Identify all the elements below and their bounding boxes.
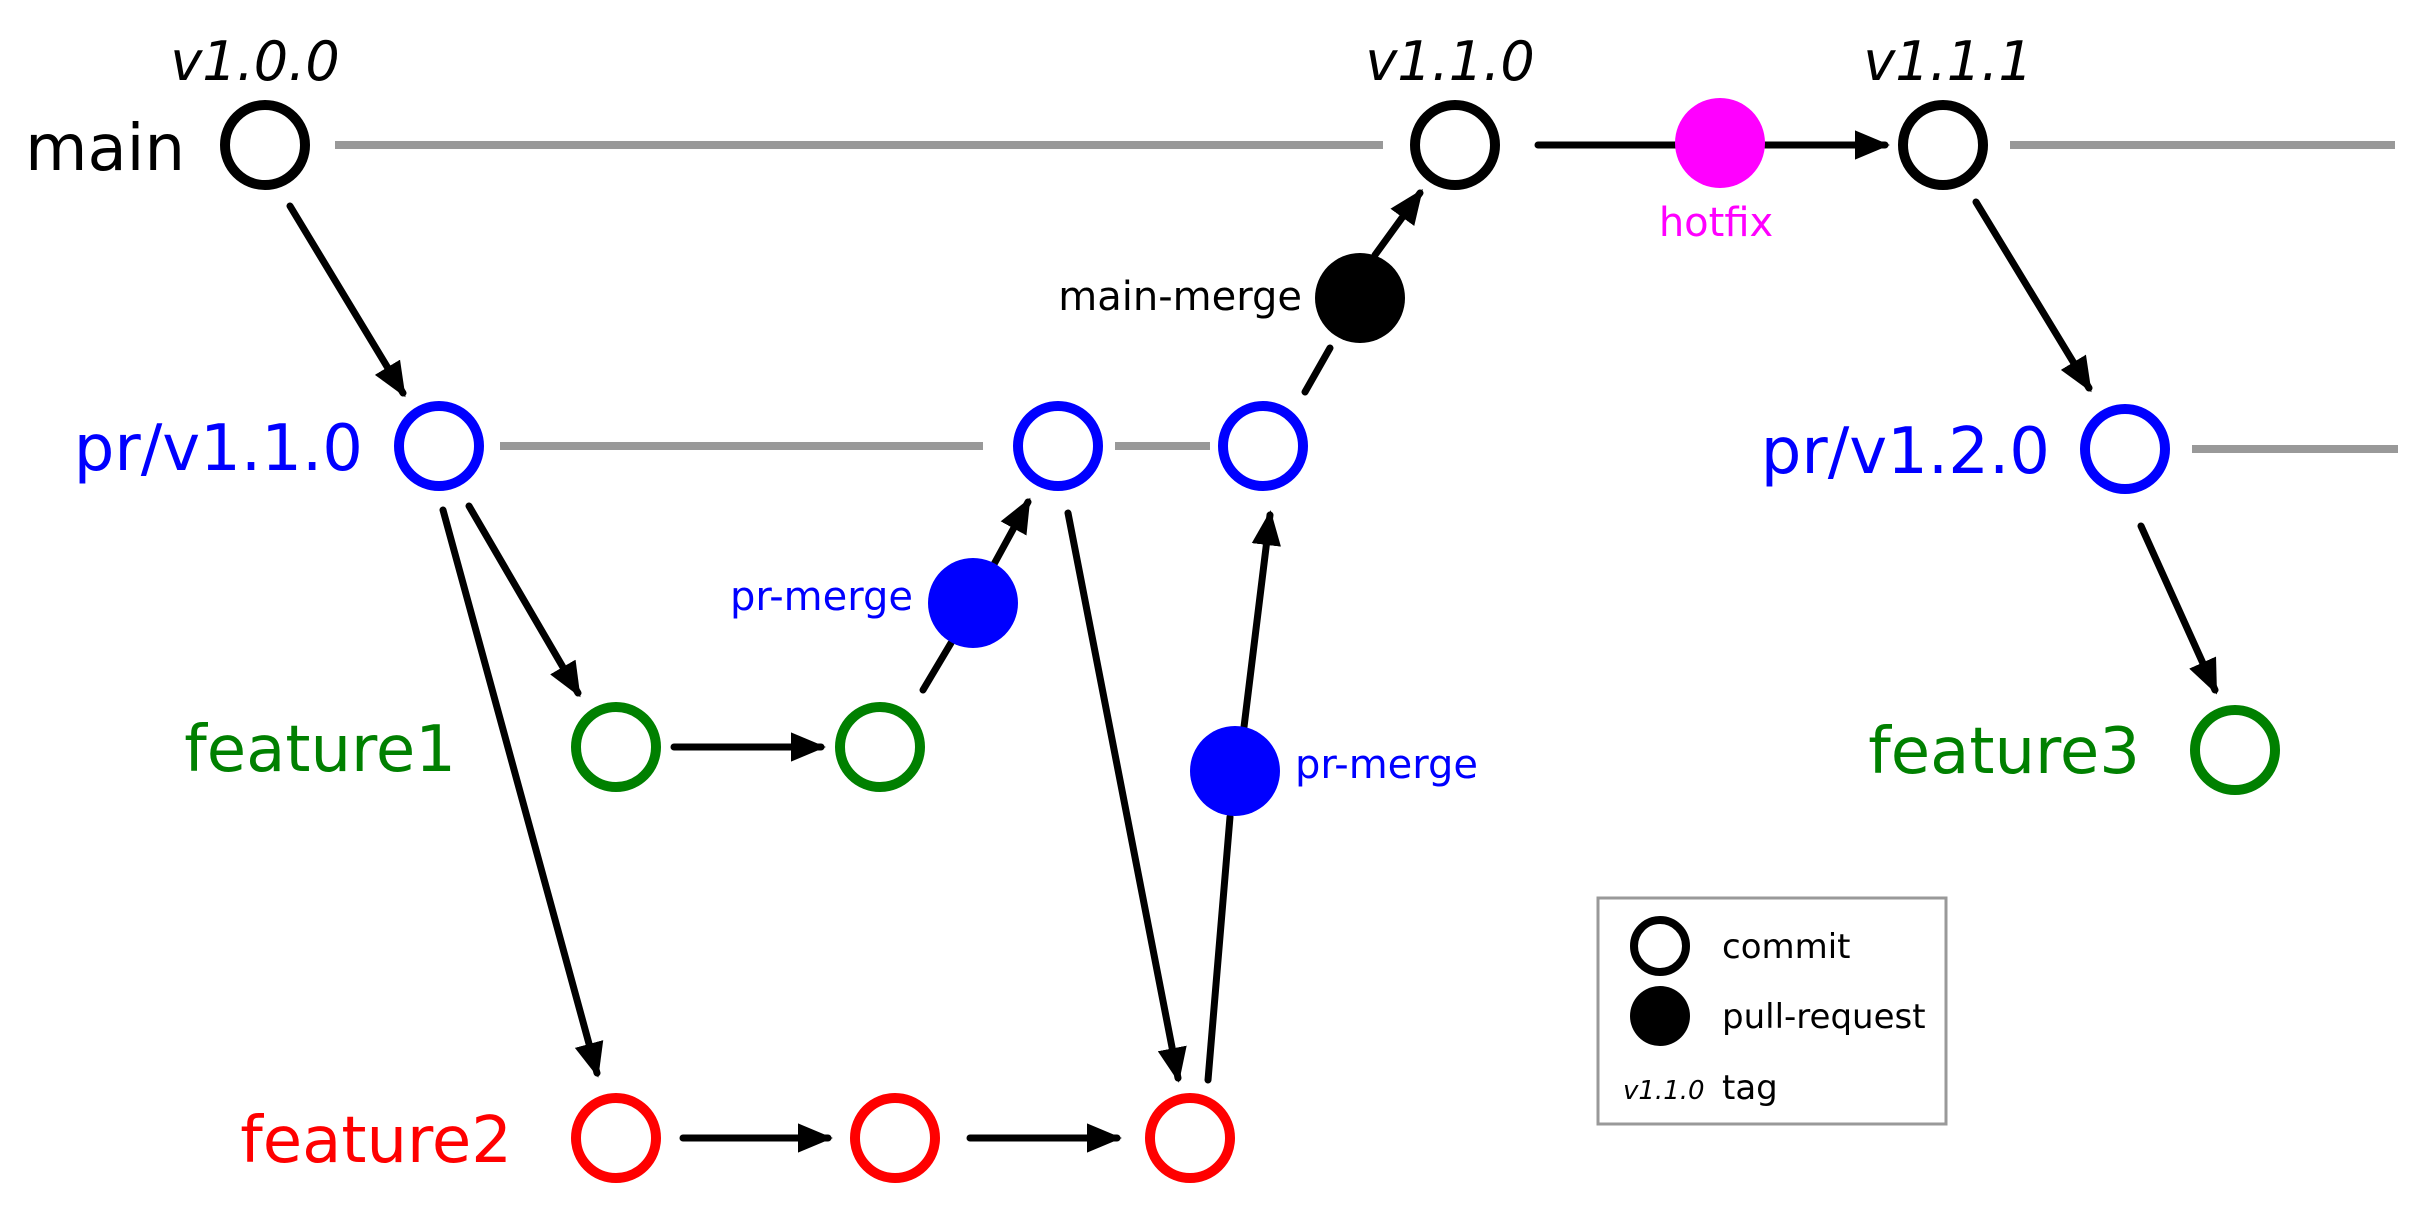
commit-prv110-2 xyxy=(1013,401,1103,491)
commit-feature2-1 xyxy=(571,1093,661,1183)
branch-label-feature1: feature1 xyxy=(184,713,456,787)
tag-label-v100: v1.0.0 xyxy=(170,30,339,93)
tag-label-v111: v1.1.1 xyxy=(1863,30,2032,93)
commit-main-v110 xyxy=(1410,100,1500,190)
arrow-main-to-prv110 xyxy=(286,202,407,398)
arrow-mainmerge-to-main xyxy=(1371,189,1424,259)
branch-tracks xyxy=(335,141,2398,453)
arrow-prv110-to-feature1 xyxy=(465,502,582,698)
commits xyxy=(220,100,2280,1183)
legend-pull-request-icon xyxy=(1630,986,1690,1046)
commit-main-v100 xyxy=(220,100,310,190)
tag-label-v110: v1.1.0 xyxy=(1365,30,1534,93)
pr-label-hotfix: hotfix xyxy=(1659,200,1773,246)
pull-request-hotfix xyxy=(1675,98,1765,188)
pull-request-pr-merge-feature1 xyxy=(928,558,1018,648)
commit-feature3-1 xyxy=(2190,705,2280,795)
commit-prv110-1 xyxy=(394,401,484,491)
legend-tag-label: tag xyxy=(1722,1068,1778,1108)
commit-prv110-3 xyxy=(1218,401,1308,491)
arrow-prv120-to-feature3 xyxy=(2137,522,2219,695)
arrow-prmerge-to-prv110 xyxy=(989,497,1032,570)
commit-feature1-1 xyxy=(571,702,661,792)
branch-label-main: main xyxy=(25,112,185,186)
legend: commit pull-request v1.1.0 tag xyxy=(1596,896,1948,1126)
pull-request-pr-merge-feature2 xyxy=(1190,726,1280,816)
pull-request-main-merge xyxy=(1315,253,1405,343)
arrow-prmerge-to-prv110-2 xyxy=(1240,510,1281,731)
legend-pull-request-label: pull-request xyxy=(1722,997,1926,1037)
arrow-prv110-to-feature2 xyxy=(439,506,604,1078)
pr-label-pr-merge-feature1: pr-merge xyxy=(730,574,913,620)
arrow-prv110-to-feature2-merge xyxy=(1064,509,1187,1083)
pull-requests xyxy=(928,98,1765,816)
line-prv110-to-mainmerge xyxy=(1301,344,1334,396)
legend-tag-example: v1.1.0 xyxy=(1623,1076,1705,1106)
pr-label-main-merge: main-merge xyxy=(1058,274,1302,320)
commit-feature2-2 xyxy=(850,1093,940,1183)
commit-main-v111 xyxy=(1898,100,1988,190)
legend-commit-icon xyxy=(1630,916,1690,976)
legend-commit-label: commit xyxy=(1722,927,1851,967)
connections xyxy=(286,130,2219,1153)
branch-label-feature2: feature2 xyxy=(240,1104,512,1178)
pr-label-pr-merge-feature2: pr-merge xyxy=(1295,742,1478,788)
arrow-main-to-prv120 xyxy=(1972,198,2093,393)
commit-feature1-2 xyxy=(835,702,925,792)
line-feature1-to-prmerge xyxy=(919,639,955,694)
branch-label-pr-v110: pr/v1.1.0 xyxy=(74,412,363,486)
commit-feature2-3 xyxy=(1145,1093,1235,1183)
branch-label-pr-v120: pr/v1.2.0 xyxy=(1761,415,2050,489)
commit-prv120-1 xyxy=(2080,404,2170,494)
line-feature2-to-prmerge xyxy=(1204,813,1234,1084)
branch-label-feature3: feature3 xyxy=(1868,715,2140,789)
